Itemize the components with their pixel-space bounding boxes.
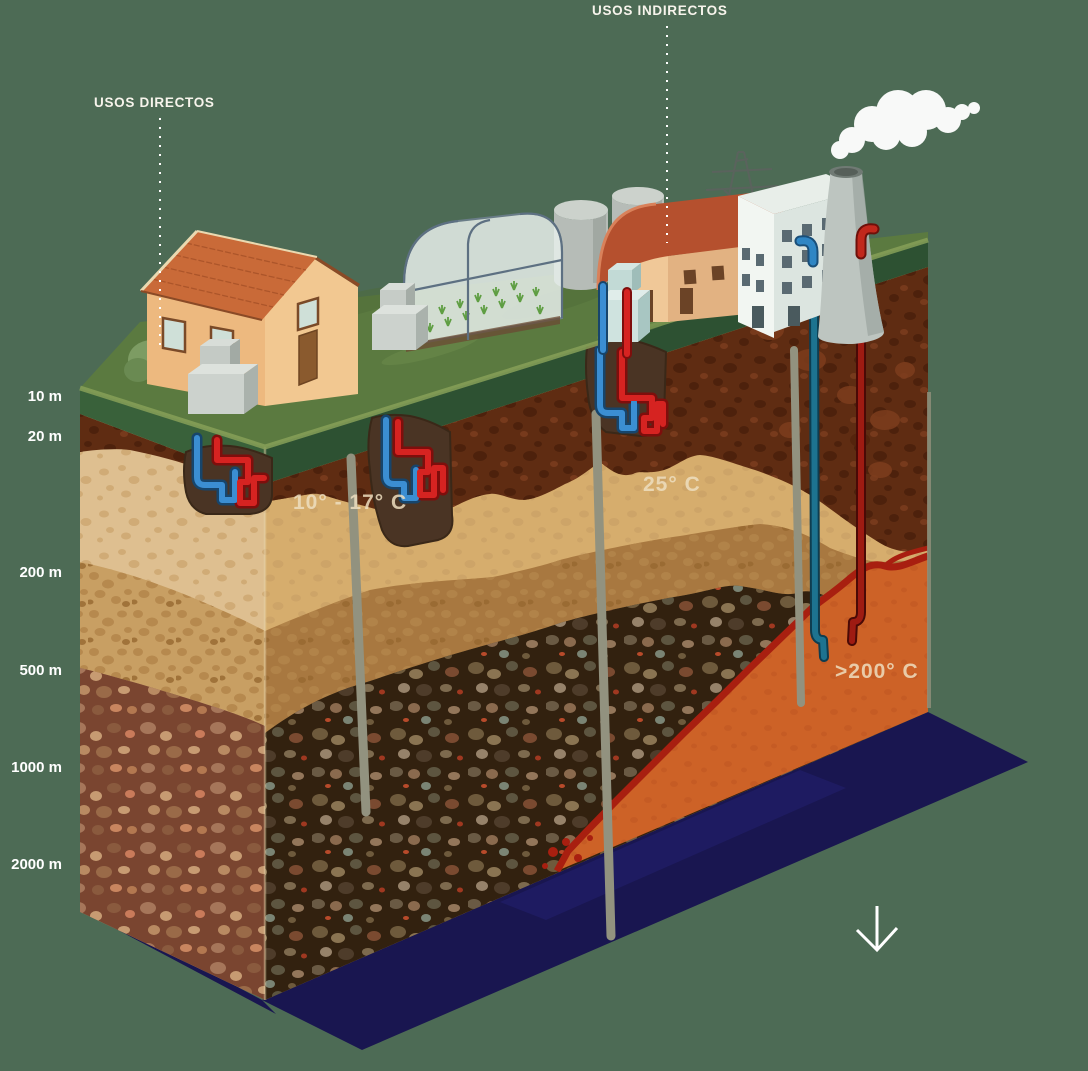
cooling-tower <box>818 166 884 344</box>
direct-uses-label: USOS DIRECTOS <box>94 95 215 110</box>
greenhouse-frame <box>402 212 564 346</box>
cold-pipe <box>383 417 419 501</box>
hot-pipe <box>619 349 666 434</box>
borehole-3 <box>790 346 805 707</box>
hot-pipe <box>395 419 446 498</box>
deep-production-well <box>849 277 864 644</box>
barn-heat-exchanger <box>598 263 650 359</box>
deep-wells <box>809 275 866 662</box>
ground-loop-greenhouse <box>380 414 449 504</box>
deep-temperature-label: >200° C <box>835 660 919 683</box>
earth-left-face <box>80 388 265 1000</box>
indirect-uses-label: USOS INDIRECTOS <box>592 3 728 18</box>
ground-loop-barn <box>594 344 669 437</box>
house-door <box>298 328 318 387</box>
ground-loops <box>191 344 669 509</box>
depth-marker-10m: 10 m <box>27 388 62 405</box>
boreholes <box>346 346 805 941</box>
hot-pipe <box>857 225 878 258</box>
shallow-temperature-label: 10° - 17° C <box>293 491 408 514</box>
deep-injection-well <box>811 297 827 660</box>
steam-cloud <box>831 90 980 159</box>
depth-marker-200m: 200 m <box>19 564 62 581</box>
ground-loop-house <box>191 432 270 509</box>
down-arrow-icon[interactable] <box>855 906 899 953</box>
magma-rim <box>553 552 928 873</box>
house-heat-pump-unit <box>188 339 258 414</box>
depth-marker-20m: 20 m <box>27 428 62 445</box>
borehole-1 <box>346 453 371 817</box>
borehole-2 <box>591 409 616 941</box>
greenhouse <box>402 212 564 352</box>
cold-pipe <box>796 237 817 266</box>
magma-bubbles <box>542 835 593 869</box>
plant-surface-pipes <box>794 223 880 268</box>
greenhouse-heat-pump-unit <box>372 283 428 350</box>
depth-marker-1000m: 1000 m <box>11 759 62 776</box>
medium-temperature-label: 25° C <box>643 473 701 496</box>
depth-marker-2000m: 2000 m <box>11 856 62 873</box>
hot-pipe <box>214 437 267 506</box>
magma-zone <box>542 545 928 873</box>
cold-pipe <box>194 435 238 503</box>
house-roof <box>141 231 317 320</box>
depth-marker-500m: 500 m <box>19 662 62 679</box>
cold-pipe <box>597 347 637 431</box>
